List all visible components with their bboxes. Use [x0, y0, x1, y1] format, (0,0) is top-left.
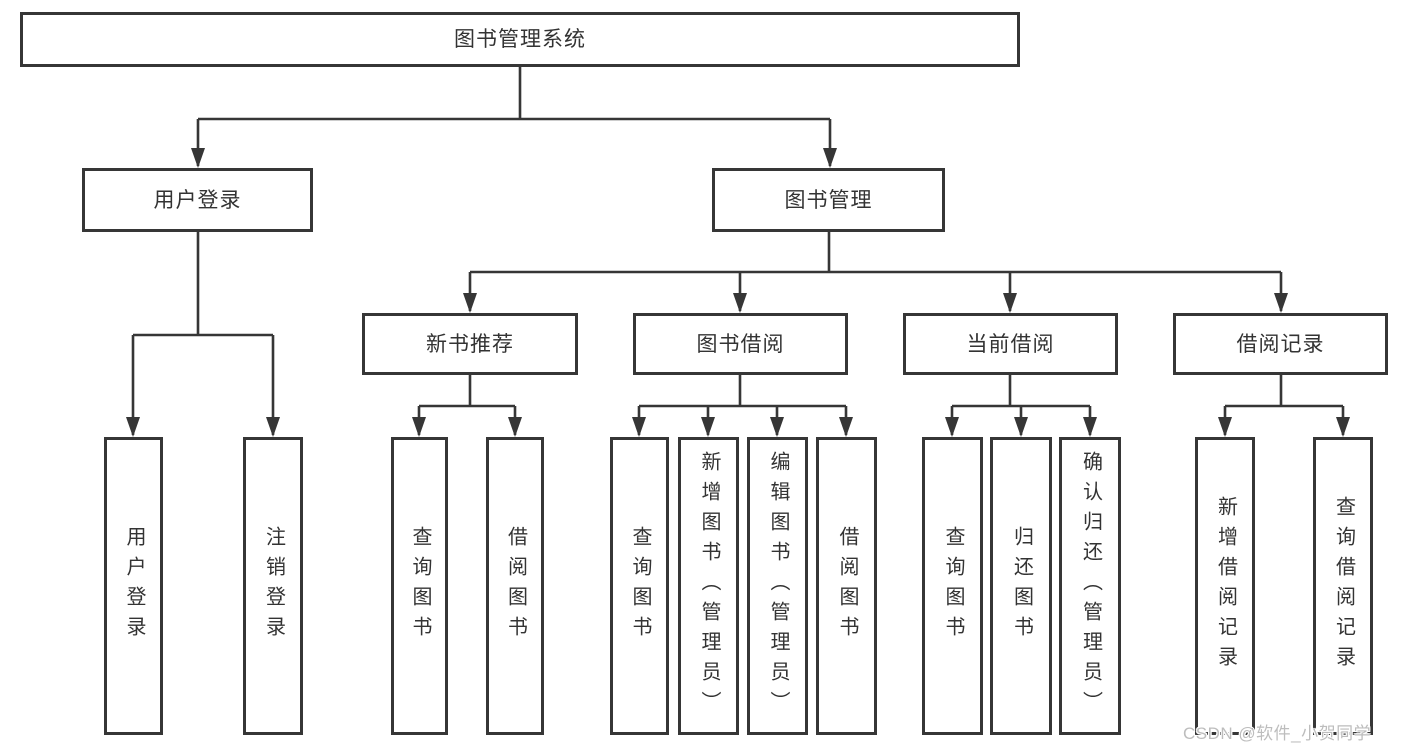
arrow-down-icon [266, 417, 280, 437]
node-borrowing-records: 借阅记录 [1173, 313, 1388, 375]
node-label: 当前借阅 [966, 332, 1055, 356]
node-label: 编辑图书（管理员） [767, 451, 789, 721]
leaf-user-login: 用户登录 [104, 437, 163, 735]
node-label: 图书借阅 [696, 332, 785, 356]
node-current-borrowing: 当前借阅 [903, 313, 1118, 375]
leaf-add-borrow-record: 新增借阅记录 [1195, 437, 1255, 735]
arrow-down-icon [770, 417, 784, 437]
arrow-down-icon [632, 417, 646, 437]
leaf-query-books: 查询图书 [922, 437, 983, 735]
arrow-down-icon [508, 417, 522, 437]
arrow-down-icon [701, 417, 715, 437]
node-label: 借阅记录 [1236, 332, 1325, 356]
watermark: CSDN @软件_小贺同学 [1183, 724, 1372, 743]
arrowheads [126, 148, 1350, 437]
node-label: 用户登录 [153, 188, 242, 212]
node-label: 新书推荐 [426, 332, 514, 356]
node-book-management: 图书管理 [712, 168, 945, 232]
arrow-down-icon [126, 417, 140, 437]
connector-book-management-to-level3 [468, 232, 1283, 311]
arrow-down-icon [733, 293, 747, 313]
connector-new-book-recommendation-to-children [417, 375, 517, 435]
connector-book-borrowing-to-children [637, 375, 848, 435]
arrow-down-icon [1218, 417, 1232, 437]
node-label: 查询图书 [409, 526, 431, 646]
node-label: 查询图书 [942, 526, 964, 646]
node-library-management-system: 图书管理系统 [20, 12, 1020, 67]
arrow-down-icon [945, 417, 959, 437]
node-book-borrowing: 图书借阅 [633, 313, 848, 375]
connector-root-to-level2 [196, 67, 832, 166]
leaf-borrow-books: 借阅图书 [486, 437, 544, 735]
leaf-return-books: 归还图书 [990, 437, 1052, 735]
arrow-down-icon [823, 148, 837, 168]
node-user-login: 用户登录 [82, 168, 313, 232]
leaf-query-borrow-record: 查询借阅记录 [1313, 437, 1373, 735]
node-label: 确认归还（管理员） [1079, 451, 1102, 721]
leaf-query-books: 查询图书 [391, 437, 448, 735]
arrow-down-icon [1083, 417, 1097, 437]
arrow-down-icon [191, 148, 205, 168]
leaf-add-books-admin: 新增图书（管理员） [678, 437, 739, 735]
connector-borrowing-records-to-children [1223, 375, 1345, 435]
node-label: 新增借阅记录 [1214, 496, 1237, 676]
node-label: 借阅图书 [504, 526, 527, 646]
arrow-down-icon [463, 293, 477, 313]
node-label: 用户登录 [123, 526, 145, 646]
node-new-book-recommendation: 新书推荐 [362, 313, 578, 375]
node-label: 查询图书 [629, 526, 651, 646]
leaf-logout: 注销登录 [243, 437, 303, 735]
node-label: 查询借阅记录 [1332, 496, 1355, 676]
arrow-down-icon [1014, 417, 1028, 437]
node-label: 图书管理系统 [454, 28, 586, 51]
leaf-query-books: 查询图书 [610, 437, 669, 735]
node-label: 借阅图书 [836, 526, 858, 646]
arrow-down-icon [412, 417, 426, 437]
arrow-down-icon [1003, 293, 1017, 313]
node-label: 图书管理 [784, 188, 873, 212]
node-label: 新增图书（管理员） [698, 451, 720, 721]
arrow-down-icon [1274, 293, 1288, 313]
leaf-confirm-return-admin: 确认归还（管理员） [1059, 437, 1121, 735]
connector-user-login-to-children [131, 232, 275, 435]
arrow-down-icon [1336, 417, 1350, 437]
node-label: 归还图书 [1010, 526, 1033, 646]
leaf-edit-books-admin: 编辑图书（管理员） [747, 437, 808, 735]
node-label: 注销登录 [262, 526, 285, 646]
leaf-borrow-books: 借阅图书 [816, 437, 877, 735]
arrow-down-icon [839, 417, 853, 437]
